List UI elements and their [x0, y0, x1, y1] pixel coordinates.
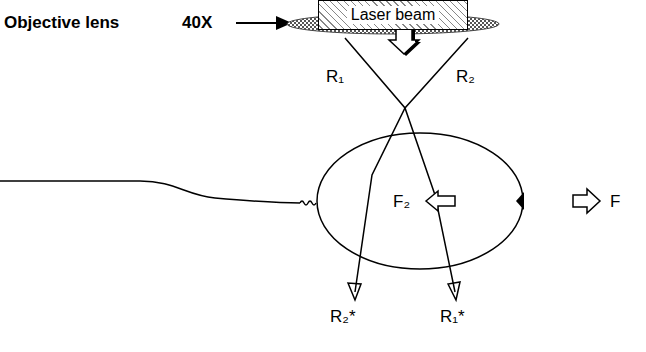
- force-arrow-f1: [573, 189, 600, 213]
- sperm-tail: [0, 181, 300, 203]
- arrow-shadow: [404, 28, 421, 56]
- ray-r1: [345, 38, 455, 292]
- sperm-midpiece: [300, 201, 316, 205]
- force-label: F: [610, 193, 620, 210]
- laser-beam-box: Laser beam: [318, 0, 468, 30]
- part-name: Objective lens: [4, 14, 119, 31]
- ray-r2: [355, 38, 468, 292]
- ray-label: R₂: [456, 68, 475, 85]
- magnification: 40X: [182, 14, 212, 31]
- ray-head: [448, 282, 460, 300]
- ray-label: R₂*: [330, 308, 356, 325]
- ray-head: [348, 283, 361, 300]
- ray-label: R₁*: [440, 308, 465, 325]
- box-text: Laser beam: [347, 6, 440, 24]
- ray-label: R₁: [326, 68, 344, 85]
- force-arrow-f2: [426, 191, 455, 211]
- sperm-head: [317, 133, 523, 269]
- pointer-arrow: [236, 22, 278, 24]
- acrosome-tip: [516, 192, 524, 210]
- force-label: F₂: [393, 193, 410, 210]
